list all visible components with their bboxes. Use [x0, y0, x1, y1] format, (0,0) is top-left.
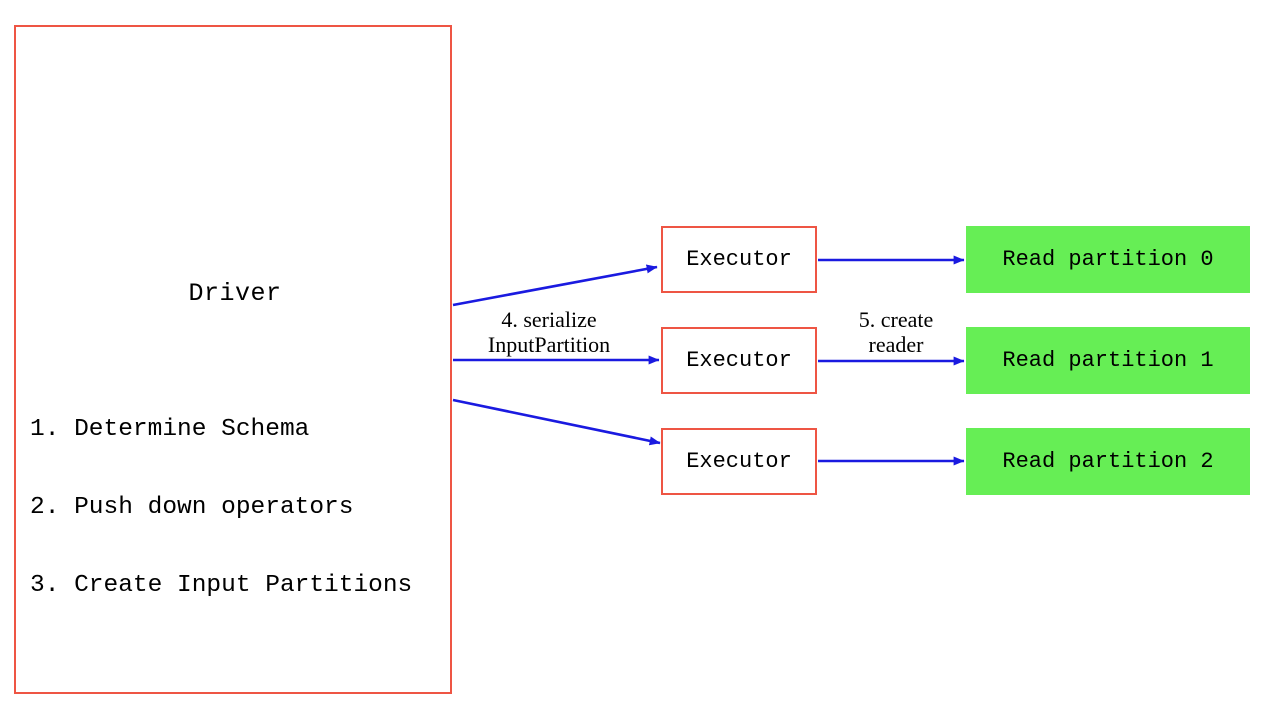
- driver-step-1: 1. Determine Schema: [30, 416, 310, 443]
- driver-title: Driver: [188, 279, 282, 308]
- executor-box-2: Executor: [661, 327, 817, 394]
- arrow-label-create-reader-line1: 5. create: [858, 307, 934, 332]
- driver-step-2: 2. Push down operators: [30, 494, 354, 521]
- executor-label-2: Executor: [686, 348, 792, 373]
- partition-box-0: Read partition 0: [966, 226, 1250, 293]
- executor-label-3: Executor: [686, 449, 792, 474]
- driver-box: Driver 1. Determine Schema 2. Push down …: [14, 25, 452, 694]
- partition-label-1: Read partition 1: [1002, 348, 1214, 373]
- driver-steps-list: 1. Determine Schema 2. Push down operato…: [30, 365, 412, 651]
- executor-box-3: Executor: [661, 428, 817, 495]
- arrow-driver-to-executor-3: [452, 398, 661, 446]
- arrow-label-serialize-line1: 4. serialize: [501, 307, 597, 332]
- arrow-label-serialize: 4. serialize InputPartition: [455, 307, 643, 357]
- executor-box-1: Executor: [661, 226, 817, 293]
- arrow-driver-to-executor-1: [452, 264, 658, 307]
- arrow-label-create-reader-line2: reader: [868, 332, 924, 357]
- executor-label-1: Executor: [686, 247, 792, 272]
- partition-label-0: Read partition 0: [1002, 247, 1214, 272]
- driver-step-3: 3. Create Input Partitions: [30, 572, 413, 599]
- arrow-label-create-reader: 5. create reader: [826, 307, 966, 357]
- partition-box-2: Read partition 2: [966, 428, 1250, 495]
- partition-box-1: Read partition 1: [966, 327, 1250, 394]
- partition-label-2: Read partition 2: [1002, 449, 1214, 474]
- arrow-label-serialize-line2: InputPartition: [487, 332, 611, 357]
